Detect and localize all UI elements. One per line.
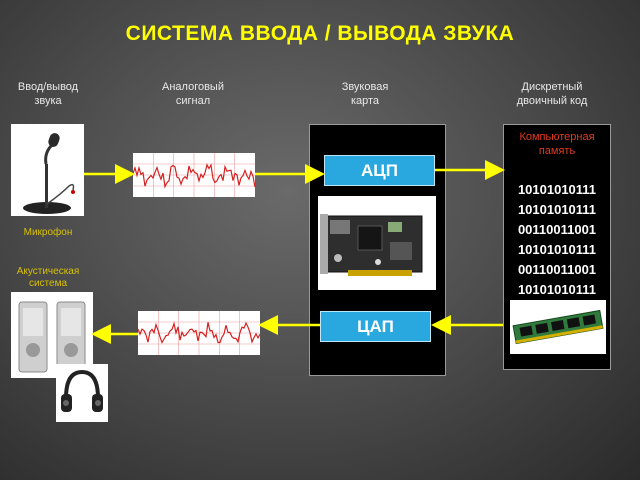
sound-card-image <box>318 196 436 290</box>
binary-code-line: 10101010111 <box>517 242 597 257</box>
signal-waveform-input <box>132 153 256 197</box>
ram-module-icon <box>512 309 604 345</box>
headphones-icon <box>61 369 103 412</box>
column-label-io: Ввод/вывод звука <box>17 81 79 107</box>
binary-code-line: 10101010111 <box>517 282 597 297</box>
microphone-panel <box>11 124 84 216</box>
column-label-card: Звуковая карта <box>341 81 389 107</box>
dac-box: ЦАП <box>320 311 431 342</box>
analog-signal-output <box>137 311 261 355</box>
microphone-label: Микрофон <box>23 227 73 238</box>
adc-box: АЦП <box>324 155 435 186</box>
binary-code-line: 10101010111 <box>517 182 597 197</box>
analog-signal-input <box>132 153 256 197</box>
speakers-icon <box>18 301 86 373</box>
microphone-icon <box>23 133 75 214</box>
signal-waveform-output <box>137 311 261 355</box>
speakers-label: Акустическая система <box>16 266 80 289</box>
sound-card-icon <box>320 214 423 276</box>
binary-code-list: 10101010111 10101010111 00110011001 1010… <box>505 180 609 300</box>
column-label-digital: Дискретный двоичный код <box>516 81 588 107</box>
binary-code-line: 10101010111 <box>517 202 597 217</box>
binary-code-line: 00110011001 <box>517 262 597 277</box>
column-label-analog: Аналоговый сигнал <box>162 81 224 107</box>
speakers-panel <box>11 292 93 378</box>
memory-module-image <box>510 300 606 354</box>
page-title: СИСТЕМА ВВОДА / ВЫВОДА ЗВУКА <box>125 22 515 45</box>
binary-code-line: 00110011001 <box>517 222 597 237</box>
headphones-panel <box>56 364 108 422</box>
memory-title: Компьютерная память <box>519 131 595 157</box>
